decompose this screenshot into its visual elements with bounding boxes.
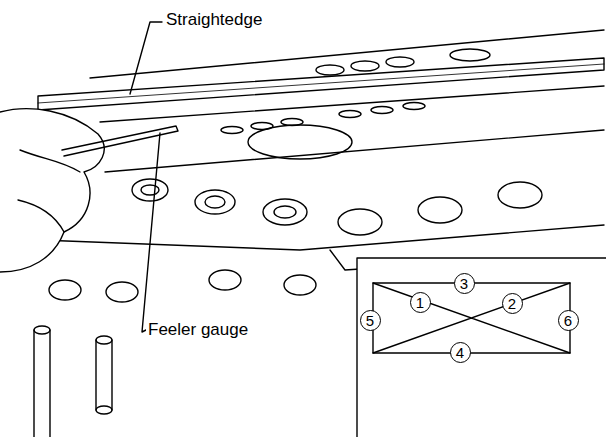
bolt-hole	[418, 197, 462, 223]
callout-number: 6	[564, 313, 572, 328]
oil-hole	[386, 57, 414, 67]
port	[49, 280, 81, 300]
port	[209, 270, 241, 290]
finger	[18, 150, 80, 232]
callout-number: 4	[456, 345, 464, 360]
callout-circle: 5	[360, 310, 381, 331]
bolt-hole	[132, 179, 168, 201]
straightedge-edge	[38, 64, 604, 103]
bolt-hole	[195, 190, 235, 214]
oil-hole	[316, 65, 344, 75]
inset-ground	[357, 258, 606, 437]
water-jacket	[371, 107, 393, 114]
water-jacket	[251, 123, 273, 130]
water-jacket	[281, 119, 303, 126]
stud	[34, 330, 50, 437]
feeler-gauge	[62, 126, 178, 156]
bolt-hole	[338, 209, 382, 235]
water-jacket	[221, 127, 243, 134]
water-jacket	[339, 111, 361, 118]
port	[284, 275, 316, 295]
callout-circle: 2	[502, 293, 523, 314]
stud-top	[96, 336, 112, 344]
leader-line	[130, 22, 162, 94]
stud-end	[96, 406, 112, 414]
oil-hole	[450, 49, 490, 61]
bolt-hole	[141, 185, 159, 195]
measurement-diagonal	[373, 283, 570, 353]
callout-circle: 4	[450, 342, 471, 363]
callout-circle: 3	[454, 273, 475, 294]
bolt-hole	[263, 199, 307, 225]
water-jacket	[403, 103, 425, 110]
head-front-edge	[105, 130, 604, 172]
stud	[96, 340, 112, 410]
callout-number: 2	[508, 296, 516, 311]
callout-circle: 1	[410, 292, 431, 313]
bolt-hole	[498, 182, 542, 208]
head-lower-edge	[40, 225, 604, 250]
part-label: Feeler gauge	[146, 321, 250, 340]
bolt-hole	[205, 196, 225, 208]
measurement-rectangle	[373, 283, 570, 353]
leader-line	[142, 133, 160, 332]
head-deck	[100, 86, 604, 122]
port	[106, 282, 138, 302]
callout-number: 1	[416, 295, 424, 310]
straightedge	[38, 58, 604, 110]
stud-top	[34, 326, 50, 334]
callout-circle: 6	[558, 310, 579, 331]
hand	[0, 109, 104, 272]
bolt-hole	[274, 206, 296, 218]
callout-number: 5	[366, 313, 374, 328]
oil-hole	[351, 61, 379, 71]
callout-number: 3	[460, 276, 468, 291]
inset-frame	[357, 258, 606, 437]
part-label: Straightedge	[164, 11, 264, 30]
